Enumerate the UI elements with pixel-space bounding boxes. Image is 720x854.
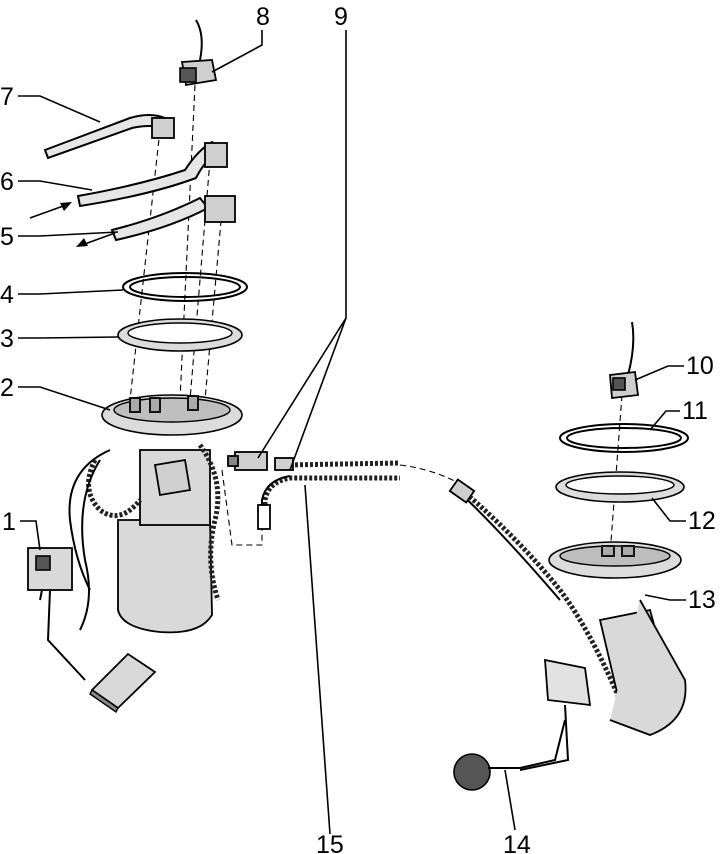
callout-15: 15 [316, 831, 344, 854]
callout-7: 7 [0, 83, 14, 111]
callout-9: 9 [334, 3, 348, 31]
part-12-seal [555, 471, 685, 503]
callout-12: 12 [688, 507, 716, 535]
callout-10: 10 [686, 352, 714, 380]
part-1-sender [27, 547, 157, 714]
part-6-hose [76, 140, 228, 208]
callout-2: 2 [0, 374, 14, 402]
part-2-flange-pump [68, 394, 243, 634]
part-7-hose [43, 114, 175, 160]
callout-14: 14 [503, 831, 531, 854]
callout-4: 4 [0, 281, 14, 309]
part-4-gasket [122, 272, 248, 302]
part-15-fuel-lines [257, 457, 401, 530]
part-9-connector [227, 451, 268, 471]
part-8-connector [179, 19, 218, 87]
part-5-hose [110, 195, 236, 242]
callout-11: 11 [682, 397, 708, 425]
callout-13: 13 [688, 586, 716, 614]
part-10-connector [609, 321, 640, 400]
part-3-seal [117, 318, 243, 352]
part-13-pump-module [448, 478, 687, 771]
callout-labels: 8 9 7 6 5 4 3 2 1 10 11 12 13 14 15 [0, 3, 716, 854]
callout-5: 5 [0, 223, 14, 251]
leader-lines [18, 30, 686, 835]
part-11-gasket [559, 423, 689, 453]
callout-1: 1 [2, 508, 16, 536]
callout-6: 6 [0, 168, 14, 196]
part-14-float [453, 719, 566, 791]
callout-3: 3 [0, 325, 14, 353]
callout-8: 8 [256, 3, 270, 31]
flow-arrows [29, 202, 116, 247]
